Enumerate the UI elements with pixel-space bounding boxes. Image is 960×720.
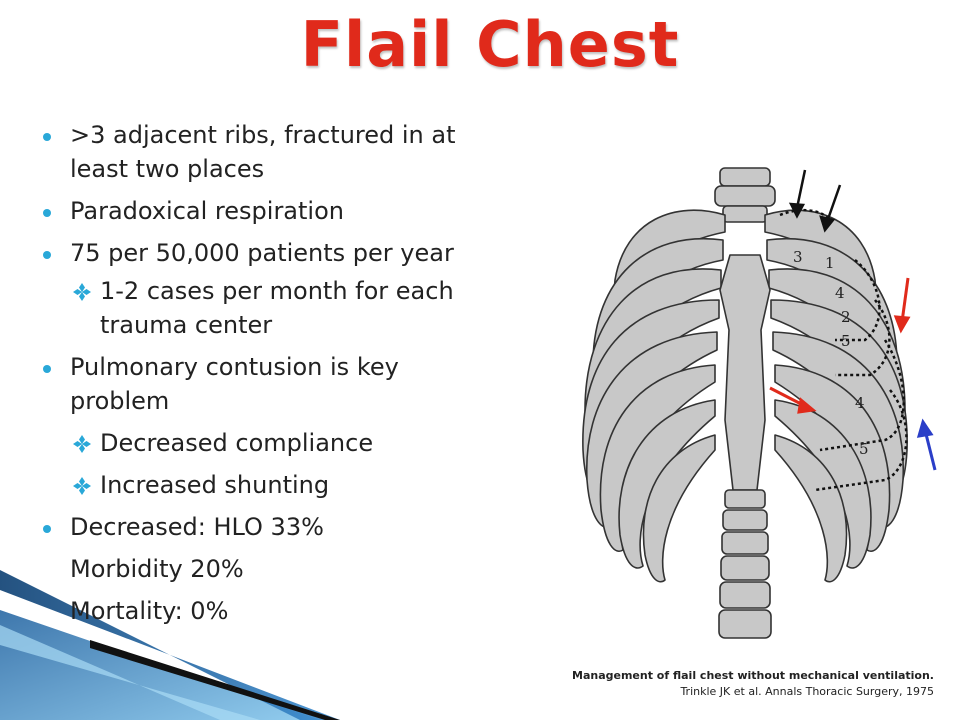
sub-bullet-item: Increased shunting <box>40 468 550 502</box>
rib-cage-illustration: 3 1 4 2 5 4 5 <box>582 167 937 639</box>
sub-bullet-text: Increased shunting <box>100 471 330 499</box>
bullet-continuation: Morbidity 20% <box>70 555 244 583</box>
bullet-dot-icon <box>43 525 51 533</box>
bullet-item: Pulmonary contusion is key problem <box>40 350 550 418</box>
bullet-dot-icon <box>43 365 51 373</box>
decorative-corner-ribbon <box>0 570 340 720</box>
bullet-item: Paradoxical respiration <box>40 194 550 228</box>
sub-bullet-text: 1-2 cases per month for each <box>100 277 454 305</box>
bullet-dot-icon <box>43 209 51 217</box>
bullet-item: Decreased: HLO 33% <box>40 510 550 544</box>
rib-label: 3 <box>793 248 803 266</box>
caption-citation: Trinkle JK et al. Annals Thoracic Surger… <box>680 685 934 698</box>
rib-label: 1 <box>825 254 835 272</box>
bullet-text: >3 adjacent ribs, fractured in at <box>70 121 456 149</box>
sub-bullet-item: Decreased compliance <box>40 426 550 460</box>
diamond-bullet-icon <box>73 477 91 495</box>
bullet-dot-icon <box>43 251 51 259</box>
bullet-dot-icon <box>43 133 51 141</box>
bullet-item: 75 per 50,000 patients per year <box>40 236 550 270</box>
rib-label: 2 <box>841 308 851 326</box>
rib-label: 5 <box>859 440 869 458</box>
rib-label: 5 <box>841 332 851 350</box>
rib-label: 4 <box>855 394 865 412</box>
bullet-text: least two places <box>70 155 265 183</box>
caption-title: Management of flail chest without mechan… <box>572 669 934 682</box>
sub-bullet-item: 1-2 cases per month for each trauma cent… <box>40 274 550 342</box>
diamond-bullet-icon <box>73 435 91 453</box>
bullet-text: Decreased: HLO 33% <box>70 513 324 541</box>
bullet-item: >3 adjacent ribs, fractured in at least … <box>40 118 550 186</box>
rib-label: 4 <box>835 284 845 302</box>
slide-title: Flail Chest <box>300 8 680 81</box>
bullet-text: Pulmonary contusion is key <box>70 353 399 381</box>
figure-caption: Management of flail chest without mechan… <box>514 668 934 700</box>
bullet-text: Paradoxical respiration <box>70 197 344 225</box>
bullet-text: 75 per 50,000 patients per year <box>70 239 454 267</box>
bullet-list: >3 adjacent ribs, fractured in at least … <box>40 118 550 628</box>
diamond-bullet-icon <box>73 283 91 301</box>
bullet-continuation: Mortality: 0% <box>70 597 229 625</box>
bullet-text: problem <box>70 387 170 415</box>
sub-bullet-text: Decreased compliance <box>100 429 374 457</box>
sub-bullet-text: trauma center <box>100 311 273 339</box>
